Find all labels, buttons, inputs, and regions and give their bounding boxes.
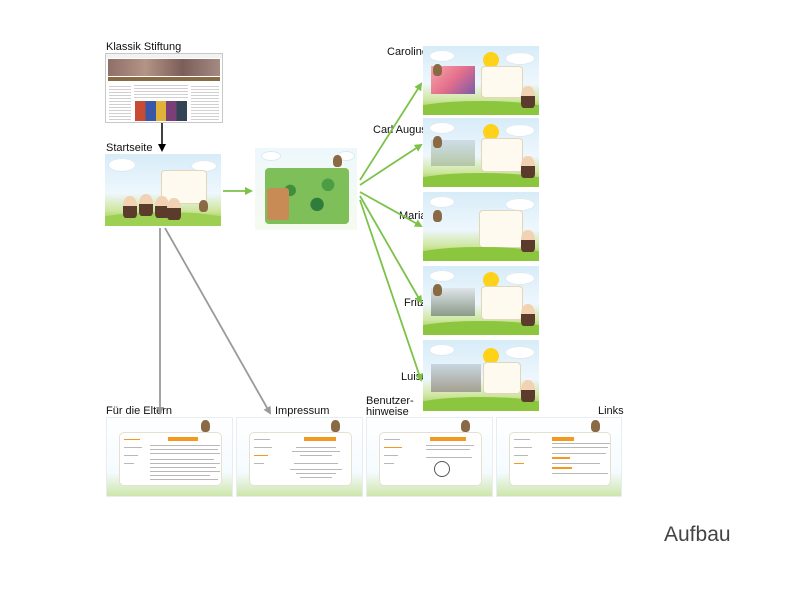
thumbnail-benutzerhinweise <box>366 417 493 497</box>
arrow-map-to-fritz <box>359 195 422 304</box>
thumbnail-carl-august <box>423 118 539 187</box>
thumbnail-luise <box>423 340 539 411</box>
label-caroline: Caroline <box>387 46 428 58</box>
thumbnail-maria <box>423 192 539 261</box>
thumbnail-links <box>496 417 622 497</box>
label-fuer-die-eltern: Für die Eltern <box>106 405 173 417</box>
mouse-cursor-drawing <box>434 461 450 477</box>
thumbnail-klassik-stiftung <box>105 53 223 123</box>
thumbnail-impressum <box>236 417 363 497</box>
label-impressum: Impressum <box>275 405 330 417</box>
thumbnail-caroline <box>423 46 539 115</box>
thumbnail-fuer-die-eltern <box>106 417 233 497</box>
slide-title: Aufbau <box>664 523 731 546</box>
arrow-startseite-to-impressum <box>164 227 271 415</box>
arrow-map-to-maria <box>359 191 423 227</box>
thumbnail-map <box>255 148 357 230</box>
label-links: Links <box>598 405 624 417</box>
label-benutzerhinweise-2: hinweise <box>366 406 409 418</box>
photo-people <box>135 101 187 121</box>
label-benutzerhinweise-1: Benutzer- <box>366 395 414 407</box>
thumbnail-startseite <box>105 154 221 226</box>
thumbnail-fritz <box>423 266 539 335</box>
arrow-map-to-caroline <box>359 82 423 181</box>
arrow-map-to-carl-august <box>359 143 423 186</box>
label-carl-august: Carl August <box>373 124 430 136</box>
label-klassik-stiftung: Klassik Stiftung <box>106 41 182 53</box>
label-startseite: Startseite <box>106 142 153 154</box>
arrow-map-to-luise <box>359 199 423 382</box>
banner-image <box>108 59 220 76</box>
label-maria: Maria <box>399 210 427 222</box>
